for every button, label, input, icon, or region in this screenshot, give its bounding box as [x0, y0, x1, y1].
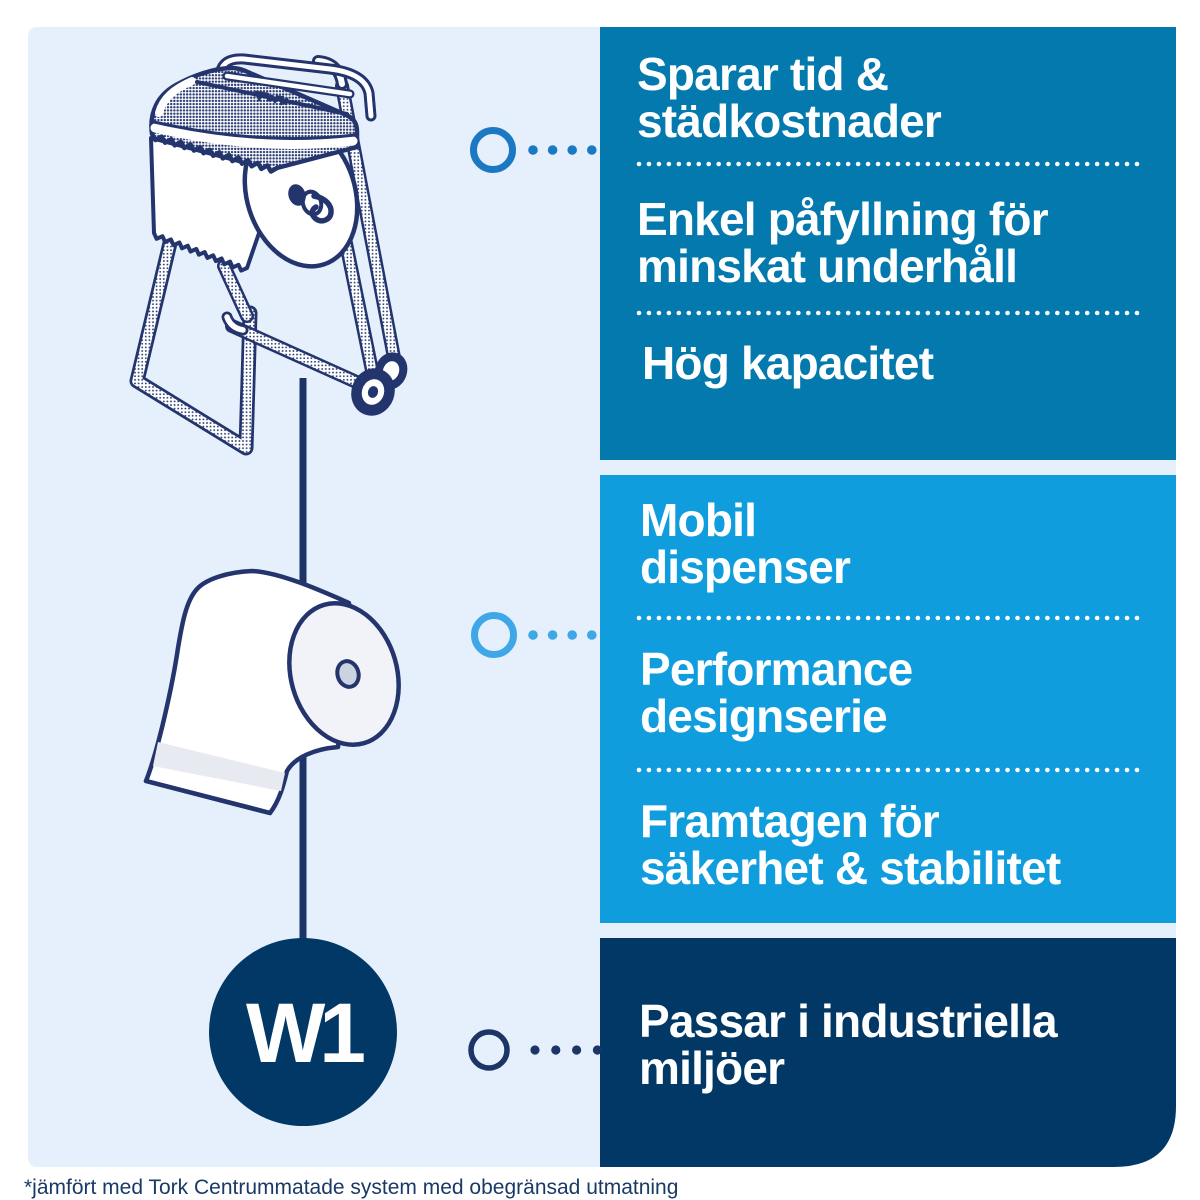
svg-text:säkerhet & stabilitet: säkerhet & stabilitet — [640, 842, 1061, 894]
svg-text:dispenser: dispenser — [640, 541, 851, 593]
svg-text:städkostnader: städkostnader — [637, 95, 942, 147]
svg-text:Performance: Performance — [640, 643, 913, 695]
svg-text:Mobil: Mobil — [640, 494, 756, 546]
svg-text:Framtagen för: Framtagen för — [640, 795, 940, 847]
svg-text:Passar i industriella: Passar i industriella — [639, 995, 1058, 1047]
svg-text:designserie: designserie — [640, 690, 887, 742]
svg-text:minskat underhåll: minskat underhåll — [637, 240, 1017, 292]
svg-text:*jämfört med Tork Centrummatad: *jämfört med Tork Centrummatade system m… — [24, 1176, 678, 1199]
svg-text:Hög kapacitet: Hög kapacitet — [642, 337, 934, 389]
svg-text:W1: W1 — [246, 986, 364, 1080]
svg-text:miljöer: miljöer — [639, 1042, 785, 1094]
svg-text:Enkel påfyllning för: Enkel påfyllning för — [637, 193, 1049, 245]
svg-text:Sparar tid &: Sparar tid & — [637, 48, 888, 100]
